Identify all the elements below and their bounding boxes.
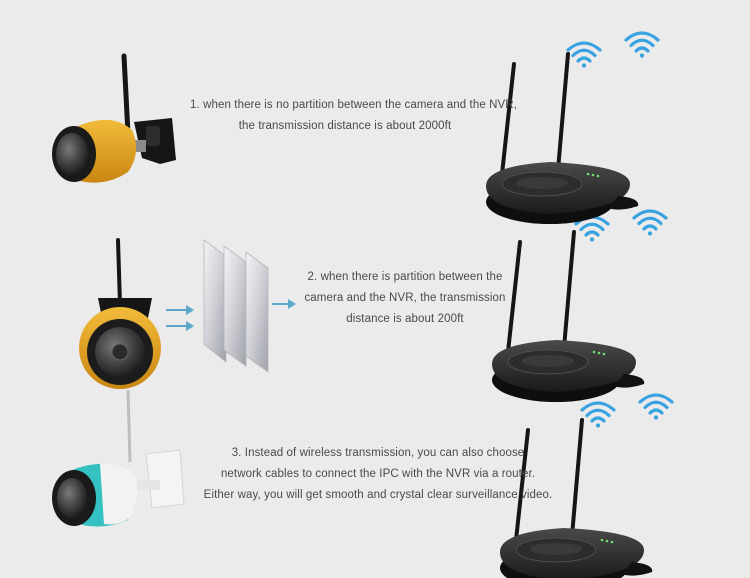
caption-line: network cables to connect the IPC with t… [220, 468, 536, 480]
teal-bullet-camera-image [52, 449, 185, 527]
partition-walls-image [203, 239, 269, 373]
caption-line: camera and the NVR, the transmission [304, 292, 506, 304]
partition-caption: 2. when there is partition between the c… [300, 267, 510, 330]
caption-line: 2. when there is partition between the [307, 271, 503, 283]
wifi-signal-icon [632, 209, 668, 236]
caption-line: 3. Instead of wireless transmission, you… [231, 447, 525, 459]
arrow-right-icon [166, 321, 194, 331]
nvr-device-image [490, 230, 647, 404]
no-partition-caption: 1. when there is no partition between th… [190, 95, 518, 137]
cable-caption: 3. Instead of wireless transmission, you… [198, 443, 558, 506]
orange-dome-camera-image [79, 238, 161, 463]
caption-line: the transmission distance is about 2000f… [238, 120, 452, 132]
wifi-signal-icon [638, 393, 674, 420]
caption-line: 1. when there is no partition between th… [190, 99, 518, 111]
caption-line: distance is about 200ft [346, 313, 464, 325]
arrow-right-icon [166, 305, 194, 315]
wifi-signal-icon [566, 41, 602, 68]
wifi-signal-icon [580, 401, 616, 428]
nvr-device-image [484, 52, 641, 226]
orange-bullet-camera-image [52, 53, 176, 183]
arrow-right-icon [272, 299, 296, 309]
wifi-signal-icon [624, 31, 660, 58]
caption-line: Either way, you will get smooth and crys… [203, 489, 553, 501]
